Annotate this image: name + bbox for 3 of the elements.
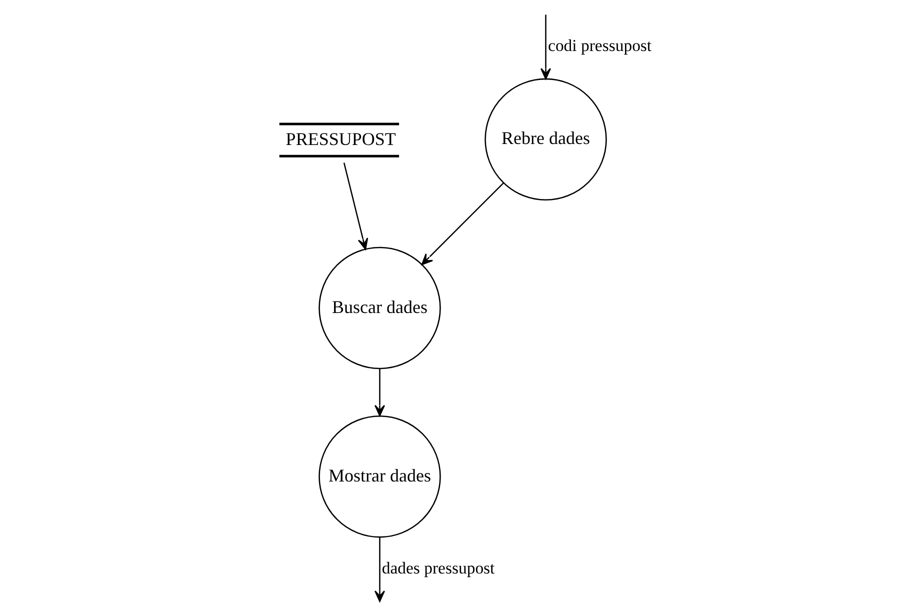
edge-label: dades pressupost (381, 558, 494, 578)
edge-label: codi pressupost (548, 36, 652, 56)
node-text: PRESSUPOST (285, 128, 396, 149)
